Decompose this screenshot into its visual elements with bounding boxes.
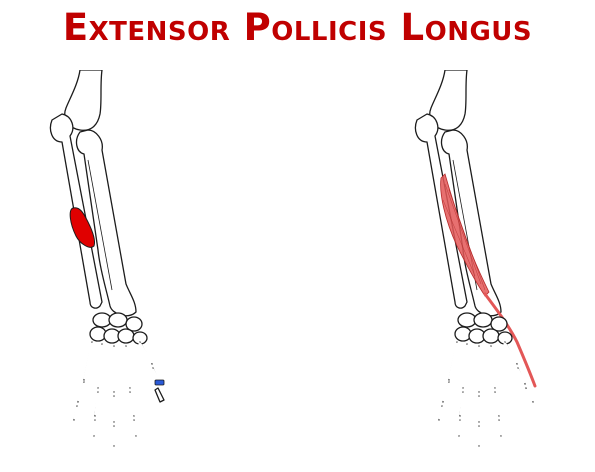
- forearm-skeleton-right: [414, 70, 537, 447]
- tendon: [483, 292, 537, 388]
- carpal-bones: [89, 312, 148, 345]
- insertion-area: [154, 379, 165, 386]
- humerus: [64, 70, 103, 131]
- muscle-course-panel: [405, 70, 575, 470]
- page-title: Extensor Pollicis Longus: [62, 6, 533, 49]
- forearm-skeleton-left: [49, 70, 165, 447]
- origin-area: [69, 207, 95, 248]
- origin-insertion-panel: [40, 70, 210, 470]
